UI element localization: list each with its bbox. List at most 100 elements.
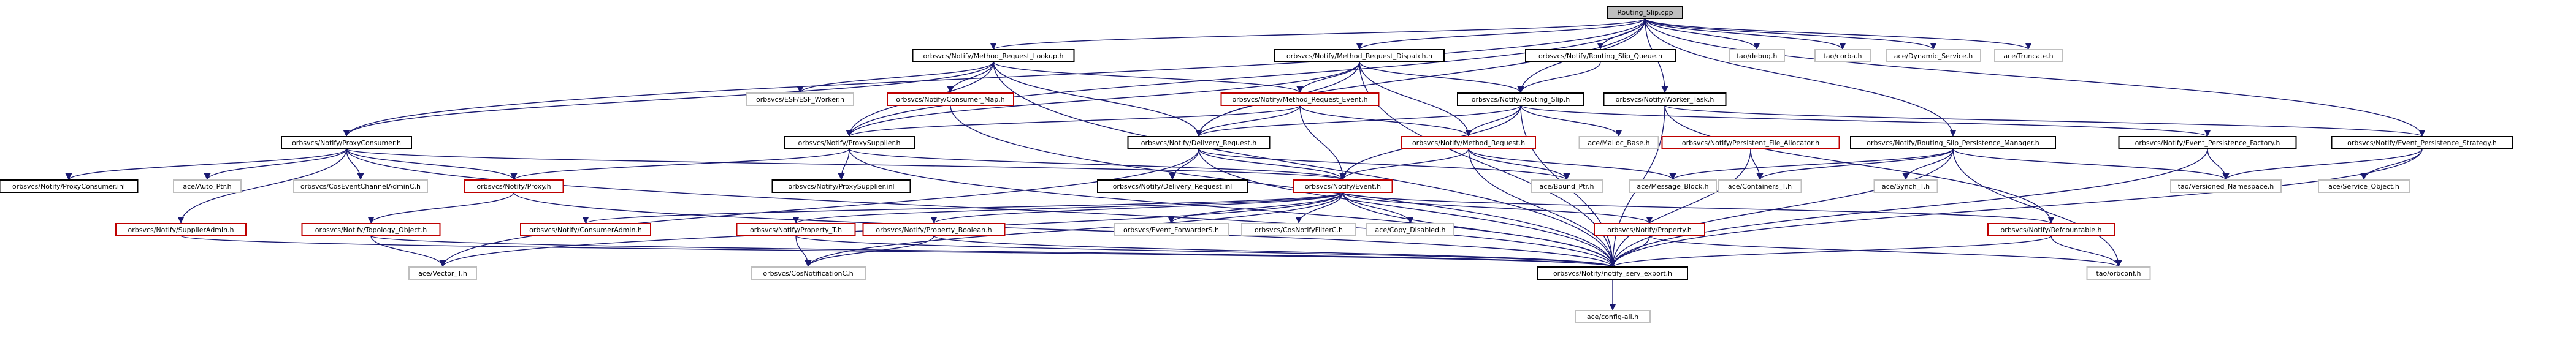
- node-tao-versioned-namespace[interactable]: tao/Versioned_Namespace.h: [2170, 179, 2282, 193]
- node-delivery-request-inl[interactable]: orbsvcs/Notify/Delivery_Request.inl: [1097, 179, 1248, 193]
- edge-line: [513, 192, 1616, 268]
- node-notify-serv-export[interactable]: orbsvcs/Notify/notify_serv_export.h: [1537, 266, 1688, 280]
- node-proxy-supplier[interactable]: orbsvcs/Notify/ProxySupplier.h: [784, 136, 915, 149]
- node-worker-task[interactable]: orbsvcs/Notify/Worker_Task.h: [1603, 92, 1727, 106]
- node-box: [2331, 136, 2513, 149]
- edge-line: [180, 235, 1616, 268]
- node-method-request-lookup[interactable]: orbsvcs/Notify/Method_Request_Lookup.h: [912, 49, 1075, 62]
- edge-line: [805, 192, 1343, 268]
- edge-line: [1342, 192, 1653, 224]
- node-event-forwarder-s[interactable]: orbsvcs/Event_ForwarderS.h: [1114, 223, 1229, 236]
- node-method-request-dispatch[interactable]: orbsvcs/Notify/Method_Request_Dispatch.h: [1274, 49, 1445, 62]
- edge-line: [1468, 148, 1676, 181]
- edge-line: [797, 61, 994, 94]
- node-proxy-consumer[interactable]: orbsvcs/Notify/ProxyConsumer.h: [281, 136, 412, 149]
- node-label: Routing_Slip.cpp: [1617, 9, 1673, 17]
- node-box: [1603, 92, 1727, 106]
- node-proxy-h[interactable]: orbsvcs/Notify/Proxy.h: [464, 179, 564, 193]
- node-method-request[interactable]: orbsvcs/Notify/Method_Request.h: [1401, 136, 1536, 149]
- edge-delivery_request-to-delivery_request_inl: [1169, 148, 1199, 181]
- edge-property_boolean-to-cos_notification: [805, 235, 934, 268]
- edge-refcountable-to-notify_serv_export: [1609, 235, 2052, 268]
- edge-line: [1296, 61, 1360, 94]
- node-cos-event-channel-admin[interactable]: orbsvcs/CosEventChannelAdminC.h: [293, 179, 428, 193]
- edge-rs_persistence_manager-to-ace_message_block: [1669, 148, 1954, 181]
- edge-routing_slip_cpp-to-ace_truncate: [1645, 18, 2032, 50]
- node-box: [771, 179, 911, 193]
- node-esf-worker[interactable]: orbsvcs/ESF/ESF_Worker.h: [746, 92, 854, 106]
- edge-line: [1468, 148, 1570, 181]
- edge-method_request_lookup-to-proxy_consumer: [343, 61, 994, 137]
- edge-property_h-to-notify_serv_export: [1609, 235, 1650, 268]
- node-supplier-admin[interactable]: orbsvcs/Notify/SupplierAdmin.h: [115, 223, 247, 236]
- edge-property_t-to-cos_notification: [795, 235, 812, 268]
- node-property-boolean[interactable]: orbsvcs/Notify/Property_Boolean.h: [862, 223, 1006, 236]
- edge-routing_slip_h-to-delivery_request: [1195, 105, 1521, 137]
- node-persistent-file-allocator[interactable]: orbsvcs/Notify/Persistent_File_Allocator…: [1661, 136, 1840, 149]
- edge-method_request_event-to-event_h: [1299, 105, 1347, 181]
- edge-line: [370, 235, 1616, 268]
- node-consumer-map[interactable]: orbsvcs/Notify/Consumer_Map.h: [887, 92, 1014, 106]
- node-cos-notification[interactable]: orbsvcs/CosNotificationC.h: [751, 266, 866, 280]
- node-ace-synch-t[interactable]: ace/Synch_T.h: [1873, 179, 1938, 193]
- node-box: [784, 136, 915, 149]
- node-ace-bound-ptr[interactable]: ace/Bound_Ptr.h: [1531, 179, 1603, 193]
- node-label: ace/Bound_Ptr.h: [1540, 183, 1594, 190]
- edge-supplier_admin-to-notify_serv_export: [180, 235, 1616, 268]
- edge-proxy_consumer-to-ace_auto_ptr: [204, 148, 347, 181]
- node-refcountable[interactable]: orbsvcs/Notify/Refcountable.h: [1987, 223, 2115, 236]
- edge-event_persistence_strategy-to-ace_service_object: [2360, 148, 2423, 181]
- node-box: [464, 179, 564, 193]
- node-ace-service-object[interactable]: ace/Service_Object.h: [2318, 179, 2410, 193]
- edge-routing_slip_cpp-to-ace_dynamic_service: [1645, 18, 1937, 50]
- node-proxy-consumer-inl[interactable]: orbsvcs/Notify/ProxyConsumer.inl: [0, 179, 139, 193]
- node-ace-malloc-base[interactable]: ace/Malloc_Base.h: [1578, 136, 1659, 149]
- node-tao-debug[interactable]: tao/debug.h: [1729, 49, 1785, 62]
- node-ace-copy-disabled[interactable]: ace/Copy_Disabled.h: [1366, 223, 1454, 236]
- edge-line: [846, 61, 1360, 137]
- edge-line: [343, 61, 994, 137]
- edge-proxy_consumer-to-event_h: [346, 148, 1346, 181]
- node-proxy-supplier-inl[interactable]: orbsvcs/Notify/ProxySupplier.inl: [771, 179, 911, 193]
- edge-line: [1198, 148, 1570, 181]
- node-label: orbsvcs/Notify/SupplierAdmin.h: [128, 226, 234, 234]
- edge-line: [1359, 61, 1524, 94]
- node-property-h[interactable]: orbsvcs/Notify/Property.h: [1594, 223, 1705, 236]
- node-topology-object[interactable]: orbsvcs/Notify/Topology_Object.h: [301, 223, 441, 236]
- node-rs-persistence-manager[interactable]: orbsvcs/Notify/Routing_Slip_Persistence_…: [1850, 136, 2056, 149]
- node-tao-orbconf[interactable]: tao/orbconf.h: [2086, 266, 2151, 280]
- node-ace-containers-t[interactable]: ace/Containers_T.h: [1718, 179, 1802, 193]
- node-ace-message-block[interactable]: ace/Message_Block.h: [1629, 179, 1717, 193]
- node-label: orbsvcs/Notify/Event.h: [1305, 183, 1381, 190]
- node-label: orbsvcs/Notify/ConsumerAdmin.h: [529, 226, 642, 234]
- node-box: [1114, 223, 1229, 236]
- node-ace-dynamic-service[interactable]: ace/Dynamic_Service.h: [1886, 49, 1981, 62]
- node-box: [1457, 92, 1584, 106]
- node-ace-config-all[interactable]: ace/config-all.h: [1575, 310, 1651, 323]
- node-delivery-request[interactable]: orbsvcs/Notify/Delivery_Request.h: [1127, 136, 1271, 149]
- node-cos-notify-filter[interactable]: orbsvcs/CosNotifyFilterC.h: [1241, 223, 1356, 236]
- node-ace-auto-ptr[interactable]: ace/Auto_Ptr.h: [173, 179, 242, 193]
- node-event-h[interactable]: orbsvcs/Notify/Event.h: [1293, 179, 1393, 193]
- node-routing-slip-queue[interactable]: orbsvcs/Notify/Routing_Slip_Queue.h: [1525, 49, 1676, 62]
- node-label: ace/Containers_T.h: [1728, 183, 1792, 190]
- edge-line: [1168, 192, 1343, 224]
- node-label: orbsvcs/Notify/Worker_Task.h: [1616, 96, 1714, 104]
- node-tao-corba[interactable]: tao/corba.h: [1814, 49, 1871, 62]
- node-property-t[interactable]: orbsvcs/Notify/Property_T.h: [736, 223, 856, 236]
- node-event-persistence-factory[interactable]: orbsvcs/Notify/Event_Persistence_Factory…: [2118, 136, 2297, 149]
- node-event-persistence-strategy[interactable]: orbsvcs/Notify/Event_Persistence_Strateg…: [2331, 136, 2513, 149]
- edge-topology_object-to-ace_vector_t: [370, 235, 446, 268]
- node-box: [746, 92, 854, 106]
- node-consumer-admin[interactable]: orbsvcs/Notify/ConsumerAdmin.h: [520, 223, 651, 236]
- node-label: orbsvcs/Notify/Delivery_Request.h: [1141, 139, 1257, 147]
- node-routing-slip-h[interactable]: orbsvcs/Notify/Routing_Slip.h: [1457, 92, 1584, 106]
- node-label: ace/Service_Object.h: [2328, 183, 2399, 190]
- edge-line: [1339, 148, 1469, 181]
- edge-line: [510, 148, 850, 181]
- node-ace-truncate[interactable]: ace/Truncate.h: [1994, 49, 2063, 62]
- edge-line: [1195, 105, 1521, 137]
- node-ace-vector-t[interactable]: ace/Vector_T.h: [408, 266, 477, 280]
- edge-line: [1902, 148, 1954, 181]
- node-method-request-event[interactable]: orbsvcs/Notify/Method_Request_Event.h: [1220, 92, 1380, 106]
